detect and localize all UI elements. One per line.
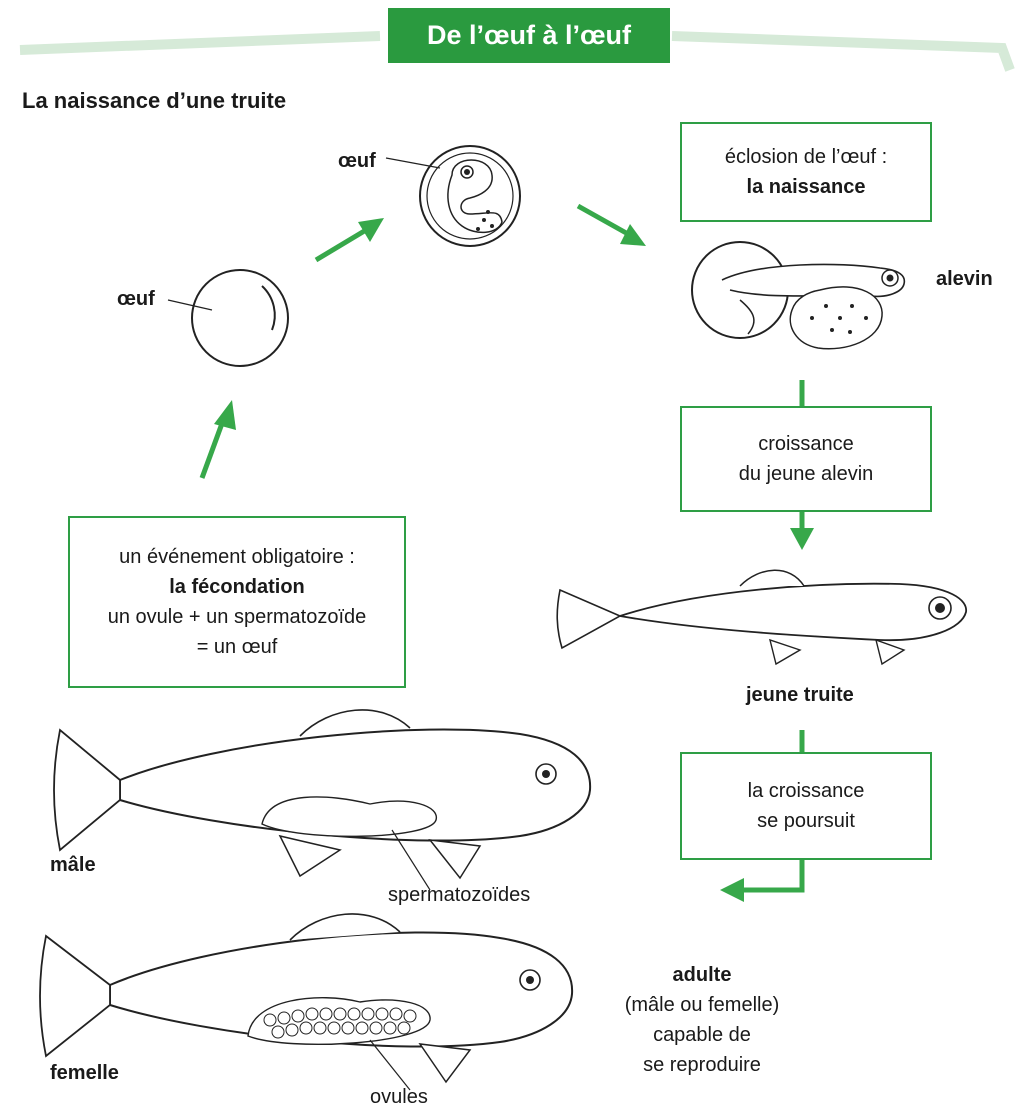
box-croissance: croissance du jeune alevin (680, 406, 932, 512)
box-poursuit-line2: se poursuit (682, 806, 930, 836)
adulte-caption: adulte (mâle ou femelle) capable de se r… (598, 960, 806, 1080)
label-oeuf-2: œuf (338, 150, 376, 173)
arrow-fecondation-to-egg (202, 400, 236, 478)
page-title: De l’œuf à l’œuf (388, 8, 670, 63)
box-croissance-line2: du jeune alevin (682, 459, 930, 489)
male-trout-drawing (54, 710, 590, 890)
box-fecondation: un événement obligatoire : la fécondatio… (68, 516, 406, 688)
box-eclosion-line2: la naissance (682, 172, 930, 202)
box-poursuit: la croissance se poursuit (680, 752, 932, 860)
adulte-line3: capable de (598, 1020, 806, 1050)
arrow-croissance-to-jeune (790, 508, 814, 550)
label-femelle: femelle (50, 1062, 119, 1085)
adulte-line1: adulte (598, 960, 806, 990)
box-fecondation-line1: un événement obligatoire : (70, 542, 404, 572)
box-fecondation-line2: la fécondation (70, 572, 404, 602)
adulte-line4: se reproduire (598, 1050, 806, 1080)
box-eclosion-line1: éclosion de l’œuf : (682, 142, 930, 172)
arrow-embryo-to-eclosion (578, 206, 646, 246)
female-trout-drawing (40, 914, 572, 1090)
egg-embryo-drawing (386, 146, 520, 246)
box-fecondation-line4: = un œuf (70, 632, 404, 662)
jeune-truite-drawing (557, 570, 966, 664)
egg-simple-drawing (168, 270, 288, 366)
diagram-subtitle: La naissance d’une truite (22, 88, 286, 114)
label-alevin: alevin (936, 268, 993, 291)
arrow-egg-to-embryo (316, 218, 384, 260)
arrow-poursuit-to-adulte (720, 856, 802, 902)
box-croissance-line1: croissance (682, 429, 930, 459)
label-ovules: ovules (370, 1086, 428, 1109)
label-jeune-truite: jeune truite (746, 684, 854, 707)
label-male: mâle (50, 854, 96, 877)
label-oeuf-1: œuf (117, 288, 155, 311)
label-spermatozoides: spermatozoïdes (388, 884, 530, 907)
box-eclosion: éclosion de l’œuf : la naissance (680, 122, 932, 222)
alevin-drawing (692, 242, 904, 349)
box-poursuit-line1: la croissance (682, 776, 930, 806)
adulte-line2: (mâle ou femelle) (598, 990, 806, 1020)
box-fecondation-line3: un ovule + un spermatozoïde (70, 602, 404, 632)
